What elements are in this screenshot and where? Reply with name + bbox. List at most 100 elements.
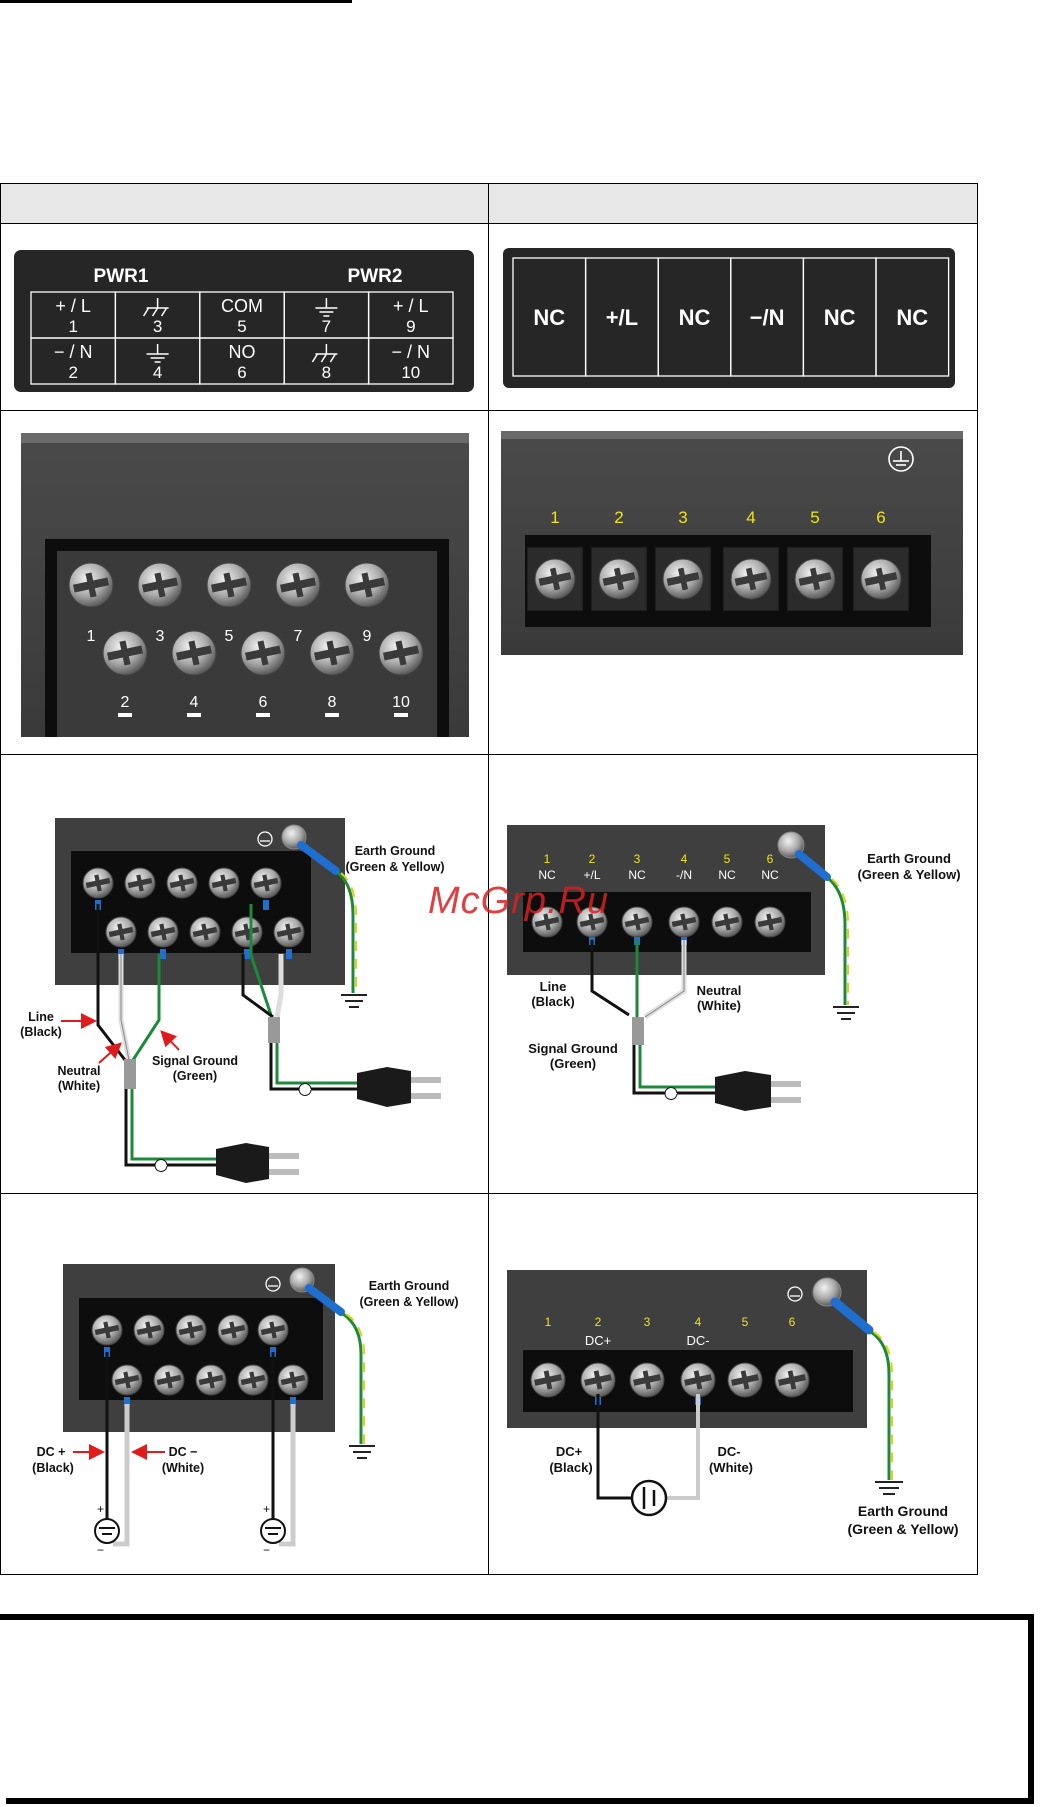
terminal-screw (240, 630, 286, 676)
terminal-screw (217, 1314, 249, 1346)
signal-ground-label: Signal Ground (152, 1054, 238, 1068)
terminal-screw (277, 1364, 309, 1396)
terminal-marker (256, 713, 270, 717)
pwr-terminal-number: 4 (153, 363, 162, 382)
neutral-label: Neutral (697, 983, 742, 998)
terminal-screw (237, 1364, 269, 1396)
terminal-screw (175, 1314, 207, 1346)
signal-ground-color-label: (Green) (550, 1056, 596, 1071)
terminal-screw (250, 867, 282, 899)
dc-plus-color-label: (Black) (549, 1460, 592, 1475)
terminal-screw (580, 1362, 616, 1398)
pwr-terminal-function: + / L (393, 296, 429, 316)
dc-wiring-row: Earth Ground (Green & Yellow) + − (0, 1193, 978, 1575)
terminal-screw (208, 867, 240, 899)
nc-terminal-function: NC (824, 305, 856, 330)
line-color-label: (Black) (20, 1025, 62, 1039)
pwr-terminal-number: 9 (406, 317, 415, 336)
terminal-function: NC (718, 868, 736, 882)
earth-ground-colors: (Green & Yellow) (857, 867, 960, 882)
terminal-number: 4 (190, 694, 199, 711)
terminal-number: 2 (121, 694, 130, 711)
terminal-screw (598, 558, 640, 600)
terminal-screw (531, 906, 563, 938)
terminal-screw (171, 630, 217, 676)
earth-ground-icon (787, 1286, 803, 1302)
earth-ground-icon (888, 446, 914, 472)
terminal-number: 2 (595, 1315, 602, 1329)
terminal-number: 9 (363, 628, 372, 645)
terminal-number: 3 (156, 628, 165, 645)
terminal-number: 6 (259, 694, 268, 711)
terminal-screw (189, 916, 221, 948)
ac-wiring-10-screws (82, 867, 305, 959)
dc-plus-terminal-label: DC+ (585, 1333, 611, 1348)
terminal-function: NC (538, 868, 556, 882)
terminal-screw (105, 916, 137, 948)
pwr-terminal-function: NO (229, 342, 256, 362)
pwr-terminal-number: 6 (237, 363, 246, 382)
pwr-terminal-number: 10 (401, 363, 420, 382)
terminal-marker (325, 713, 339, 717)
ac-wiring-10-cell: Earth Ground (Green & Yellow) (0, 754, 489, 1194)
watermark: McGrp.Ru (428, 880, 610, 922)
terminal-number: 3 (678, 508, 687, 527)
terminal-screw (133, 1314, 165, 1346)
terminal-screw (195, 1364, 227, 1396)
dc-minus-terminal-label: DC- (686, 1333, 709, 1348)
ac-plug-icon (715, 1071, 801, 1111)
terminal-screw (662, 558, 704, 600)
terminal-screw (273, 916, 305, 948)
terminal-number: 1 (544, 852, 551, 866)
terminal-number: 5 (225, 628, 234, 645)
terminal-number: 6 (767, 852, 774, 866)
terminal-number: 6 (789, 1315, 796, 1329)
top-rule (0, 0, 352, 3)
dc-minus-color-label: (White) (709, 1460, 753, 1475)
terminal-screw (530, 1362, 566, 1398)
pwr-terminal-number: 7 (322, 317, 331, 336)
terminal-function: +/L (583, 868, 600, 882)
svg-text:+: + (263, 1502, 270, 1516)
terminal-screw (68, 562, 114, 608)
terminal-number: 4 (746, 508, 755, 527)
terminal-screw (137, 562, 183, 608)
earth-ground-icon (315, 298, 338, 317)
dc-plus-color-label: (Black) (32, 1461, 74, 1475)
terminal-number: 8 (328, 694, 337, 711)
svg-text:−: − (97, 1543, 104, 1557)
wire-ferrule (160, 949, 166, 959)
terminal-screw (206, 562, 252, 608)
terminal-number: 7 (294, 628, 303, 645)
terminal-screw (774, 1362, 810, 1398)
terminal-number: 4 (681, 852, 688, 866)
terminal-screw (576, 906, 608, 938)
neutral-label: Neutral (57, 1064, 100, 1078)
chassis-ground-icon (142, 298, 169, 317)
terminal-number: 5 (810, 508, 819, 527)
terminal-screw (102, 630, 148, 676)
earth-ground-label: Earth Ground (867, 851, 951, 866)
ring-lug-icon (777, 831, 831, 881)
terminal-screw (378, 630, 424, 676)
terminal-screw (754, 906, 786, 938)
terminal-screw (711, 906, 743, 938)
pwr-terminal-number: 2 (68, 363, 77, 382)
svg-text:−: − (263, 1543, 270, 1557)
terminal-number: 1 (550, 508, 559, 527)
header-cell-left (0, 183, 489, 224)
nc-terminal-cell: NC (875, 257, 950, 377)
terminal-number: 6 (876, 508, 885, 527)
terminal-screw (629, 1362, 665, 1398)
